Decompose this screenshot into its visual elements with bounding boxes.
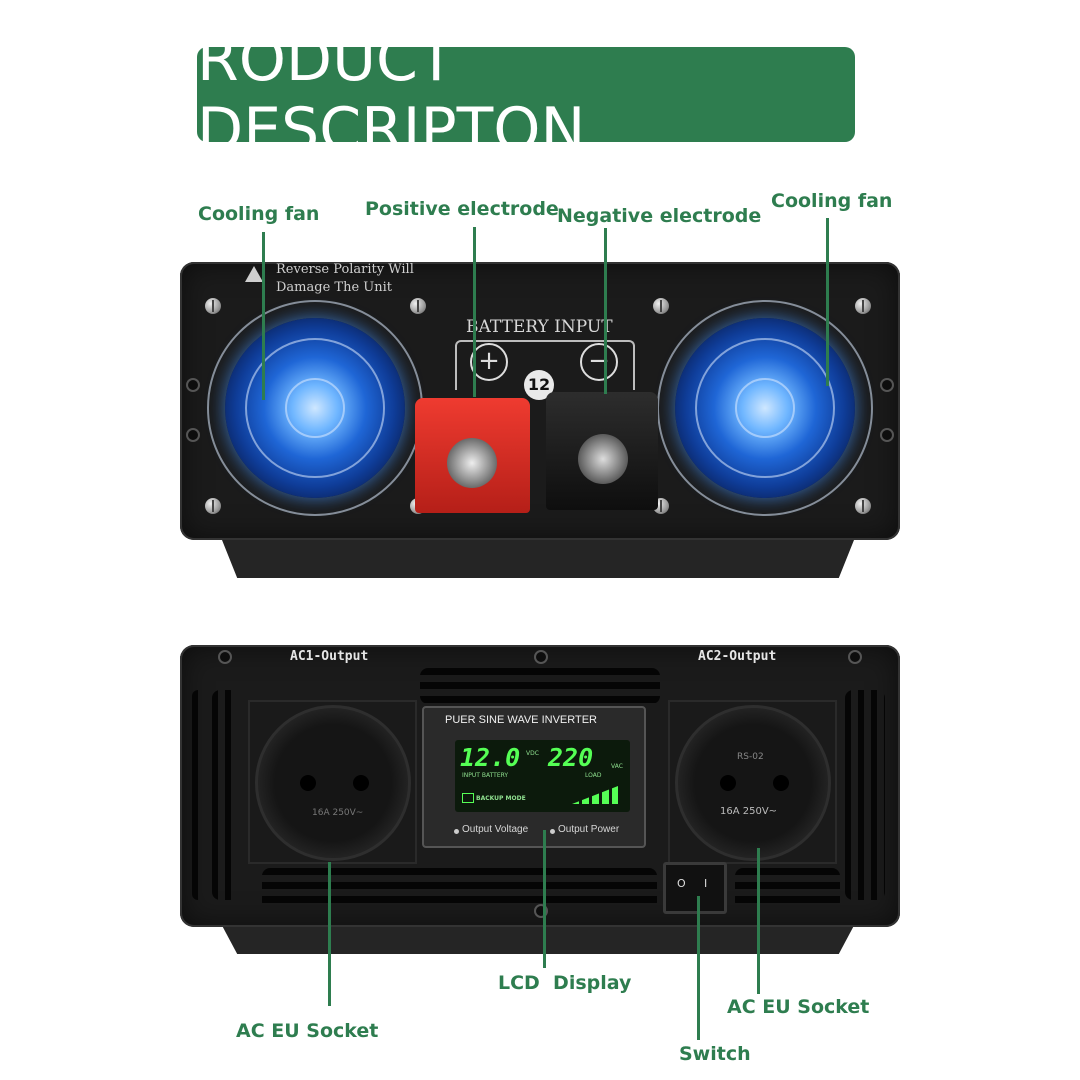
minus-sign-icon: − (580, 343, 618, 381)
leader-line (697, 896, 700, 1040)
lcd-input-label: INPUT BATTERY (462, 772, 509, 779)
screw-icon (653, 298, 669, 314)
warning-line-2: Damage The Unit (276, 280, 392, 295)
screw-icon (205, 498, 221, 514)
banner-title: RODUCT DESCRIPTON (197, 24, 586, 165)
output-voltage-dot (454, 829, 459, 834)
ac-socket-right[interactable] (675, 705, 831, 861)
lcd-output-unit: VAC (611, 763, 623, 770)
output-power-dot (550, 829, 555, 834)
screw-icon (205, 298, 221, 314)
lcd-mode-label: BACKUP MODE (476, 795, 526, 802)
ac1-output-label: AC1-Output (290, 649, 369, 664)
socket-right-brand: RS-02 (737, 752, 764, 762)
fan-guard-ring (695, 338, 835, 478)
switch-on-mark: I (704, 877, 708, 890)
battery-input-label: BATTERY INPUT (466, 317, 613, 337)
case-bolt-icon (186, 378, 200, 392)
title-banner: RODUCT DESCRIPTON (197, 25, 855, 165)
output-voltage-button[interactable]: Output Voltage (462, 824, 529, 835)
output-power-button[interactable]: Output Power (558, 824, 620, 835)
leader-line (473, 227, 476, 397)
socket-pin-hole (773, 775, 789, 791)
lcd-input-voltage: 12.0 (460, 743, 521, 772)
vent-slot (735, 868, 840, 910)
vent-slot (845, 690, 885, 900)
positive-terminal-bolt (447, 438, 497, 488)
backup-mode-icon (462, 793, 474, 803)
leader-line (604, 228, 607, 394)
socket-left-rating: 16A 250V~ (312, 808, 364, 818)
vent-slot (192, 690, 204, 900)
lcd-output-voltage: 220 (548, 743, 594, 772)
leader-line (826, 218, 829, 386)
vent-slot (262, 868, 657, 910)
vent-slot (212, 690, 238, 900)
case-bolt-icon (218, 650, 232, 664)
battery-input-frame (455, 340, 635, 390)
lcd-input-unit: VDC (526, 750, 539, 757)
leader-line (757, 848, 760, 994)
callout-positive-electrode: Positive electrode (365, 198, 559, 220)
socket-pin-hole (720, 775, 736, 791)
leader-line (543, 830, 546, 968)
socket-pin-hole (300, 775, 316, 791)
panel-title: PUER SINE WAVE INVERTER (445, 714, 597, 726)
leader-line (262, 232, 265, 400)
case-bolt-icon (880, 378, 894, 392)
fan-guard-ring (735, 378, 795, 438)
callout-cooling-fan-right: Cooling fan (771, 190, 893, 212)
fan-guard-ring (657, 300, 873, 516)
warning-triangle-icon (245, 266, 263, 282)
case-bolt-icon (848, 650, 862, 664)
plus-sign-icon: + (470, 343, 508, 381)
power-switch[interactable]: O I (663, 862, 727, 914)
callout-cooling-fan-left: Cooling fan (198, 203, 320, 225)
fan-guard-ring (245, 338, 385, 478)
leader-line (328, 862, 331, 1006)
screw-icon (855, 298, 871, 314)
warning-line-1: Reverse Polarity Will (276, 262, 414, 277)
negative-terminal-bolt (578, 434, 628, 484)
switch-off-mark: O (677, 877, 686, 890)
ac2-output-label: AC2-Output (698, 649, 777, 664)
screw-icon (410, 298, 426, 314)
vent-slot (420, 668, 660, 704)
fan-guard-ring (285, 378, 345, 438)
callout-switch: Switch (679, 1043, 751, 1065)
ac-socket-left[interactable] (255, 705, 411, 861)
case-bolt-icon (880, 428, 894, 442)
callout-ac-socket-left: AC EU Socket (236, 1020, 379, 1042)
socket-right-rating: 16A 250V~ (720, 806, 778, 817)
case-bolt-icon (186, 428, 200, 442)
case-bolt-icon (534, 650, 548, 664)
socket-pin-hole (353, 775, 369, 791)
callout-lcd-display: LCD Display (498, 972, 632, 994)
callout-ac-socket-right: AC EU Socket (727, 996, 870, 1018)
lcd-load-label: LOAD (585, 772, 602, 779)
callout-negative-electrode: Negative electrode (557, 205, 762, 227)
screw-icon (855, 498, 871, 514)
